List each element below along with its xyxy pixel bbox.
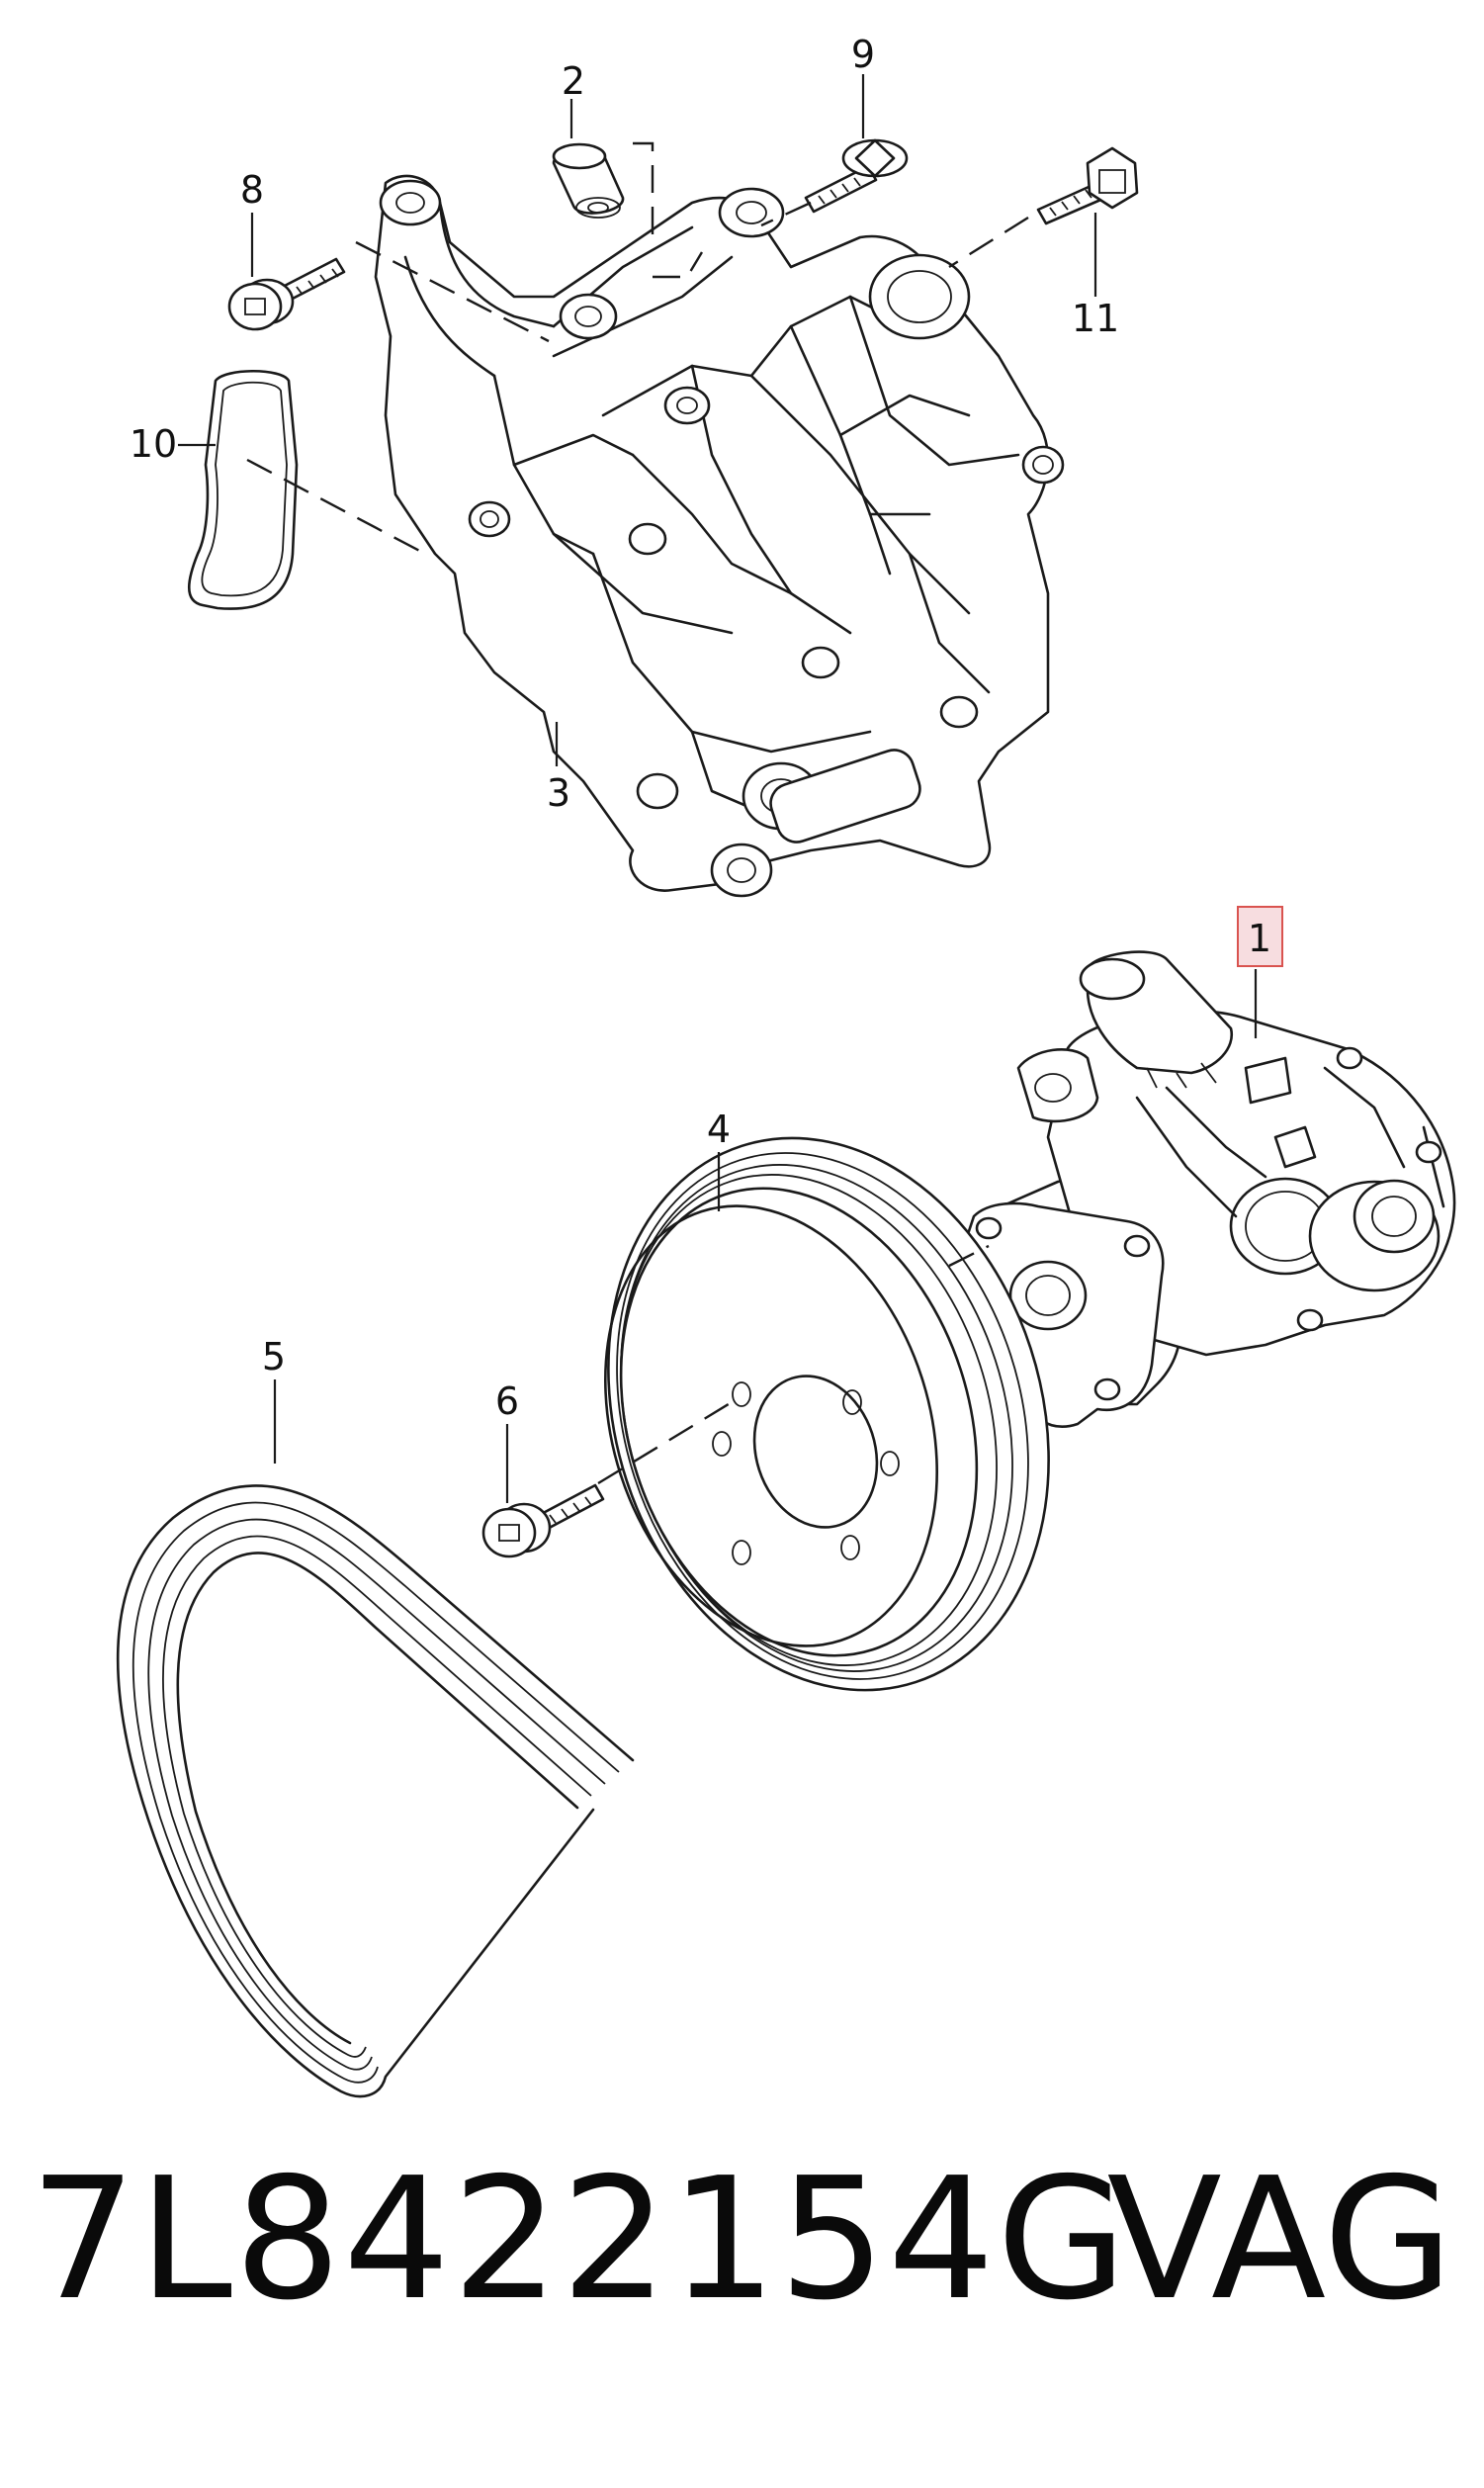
bolt-part-6 [481, 1483, 605, 1558]
callout-10: 10 [130, 422, 177, 466]
brand-name: VAG [1106, 2142, 1453, 2338]
callout-6: 6 [495, 1379, 519, 1423]
callout-9: 9 [851, 33, 875, 76]
callout-1: 1 [1248, 917, 1271, 960]
bolt-part-11 [1036, 146, 1139, 225]
part-number: 7L8422154G [30, 2142, 1129, 2338]
footer: 7L8422154G VAG [30, 2126, 1453, 2354]
sleeve-part-2 [552, 142, 625, 219]
bolt-part-9 [804, 138, 909, 214]
gasket-part-10 [188, 369, 299, 610]
assembly-lines [246, 141, 1029, 1485]
callout-3: 3 [547, 771, 570, 815]
bracket-part-3 [374, 174, 1065, 898]
callout-5: 5 [262, 1335, 286, 1378]
callout-4: 4 [707, 1108, 731, 1151]
ribbed-belt-part-5 [116, 1484, 635, 2098]
callout-8: 8 [240, 168, 264, 212]
leader-lines [178, 74, 1258, 1503]
pulley-part-4 [604, 1136, 1050, 1692]
callout-1-highlight [1237, 906, 1283, 967]
callout-labels: 1 2 3 4 5 6 8 9 10 11 [130, 33, 1283, 1423]
callout-2: 2 [562, 59, 585, 103]
callout-11: 11 [1072, 297, 1119, 340]
bolt-part-8 [227, 257, 346, 331]
power-steering-pump-part-1 [957, 950, 1456, 1428]
